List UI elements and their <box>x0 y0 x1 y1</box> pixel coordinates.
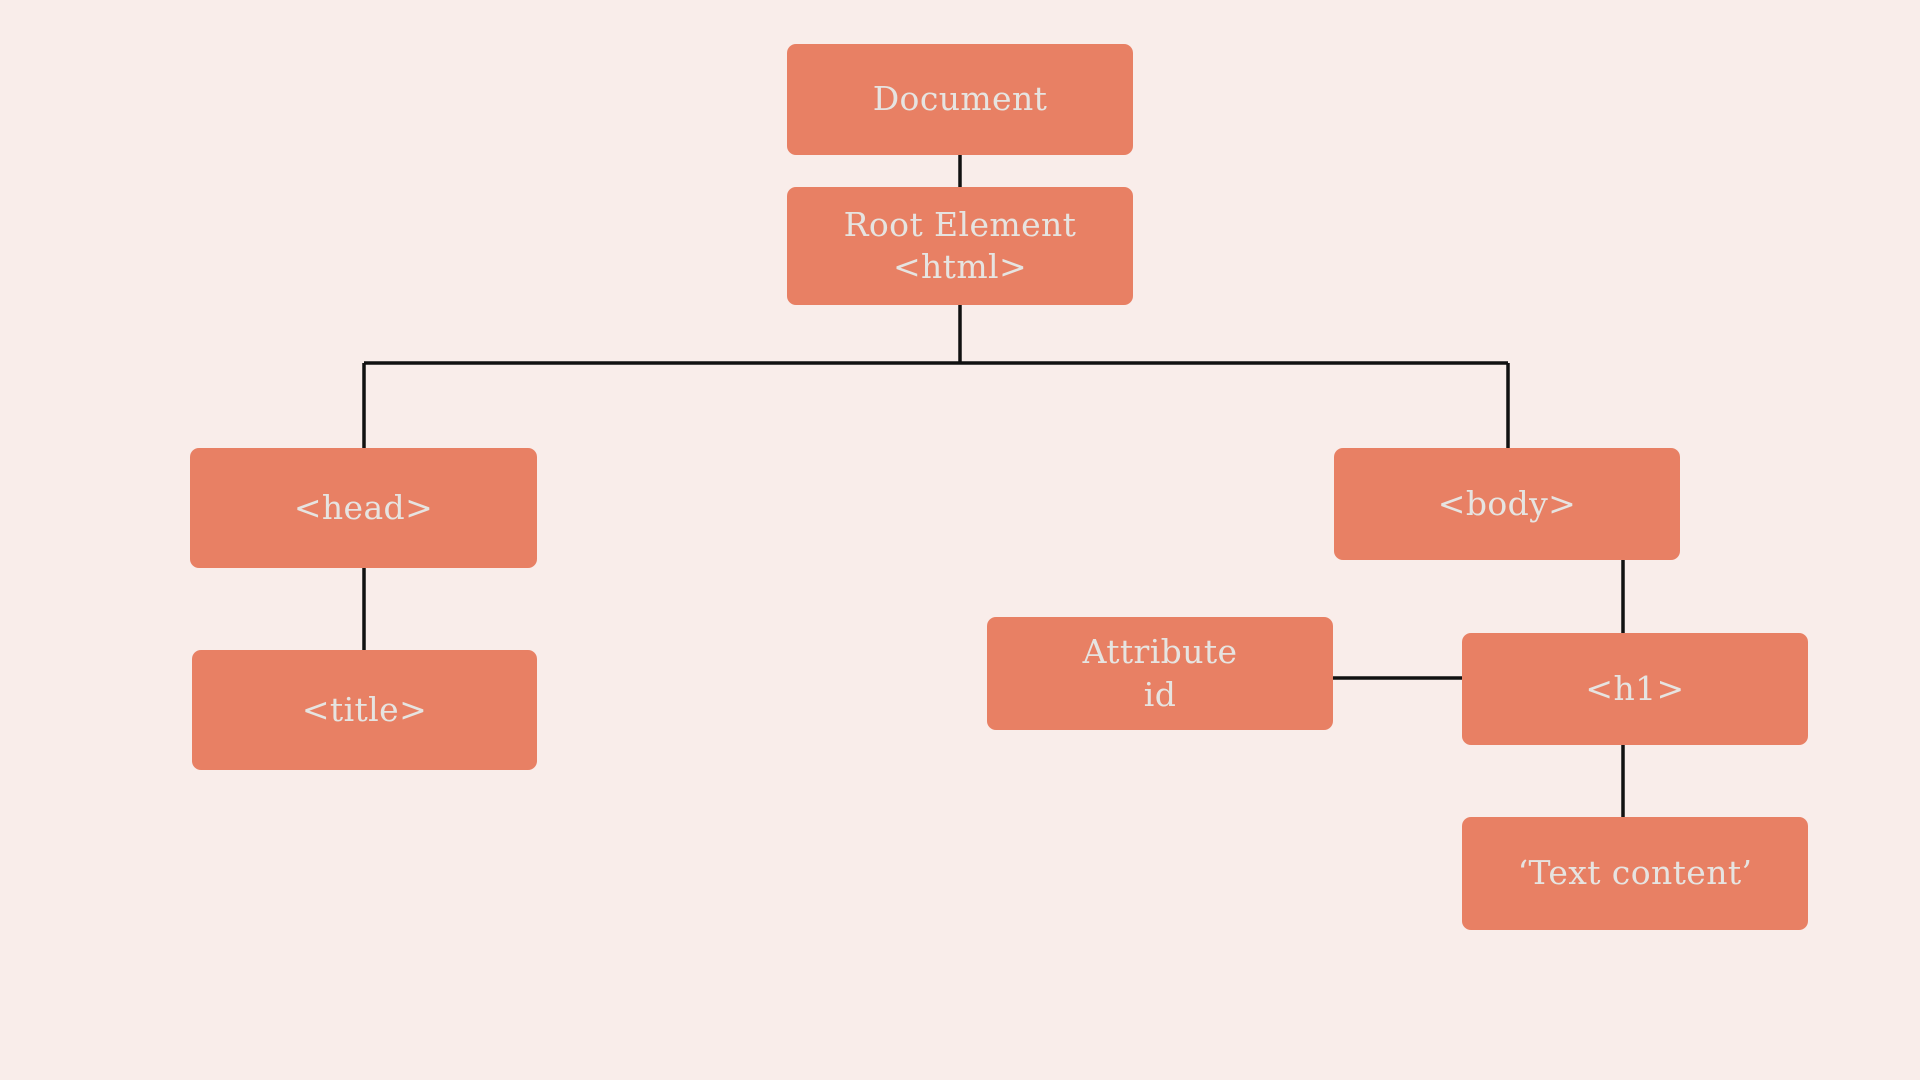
node-body-label: <body> <box>1437 483 1577 523</box>
node-body[interactable]: <body> <box>1334 448 1680 560</box>
node-attribute[interactable]: Attribute id <box>987 617 1333 730</box>
node-document-label: Document <box>872 79 1048 119</box>
node-title[interactable]: <title> <box>192 650 537 770</box>
node-text-content-label: ‘Text content’ <box>1517 853 1753 893</box>
node-title-label: <title> <box>301 689 428 729</box>
node-h1-label: <h1> <box>1585 668 1685 708</box>
node-h1[interactable]: <h1> <box>1462 633 1808 745</box>
node-root-element[interactable]: Root Element <html> <box>787 187 1133 305</box>
node-attribute-label: Attribute id <box>1082 632 1238 714</box>
node-document[interactable]: Document <box>787 44 1133 155</box>
node-head-label: <head> <box>293 487 434 527</box>
node-root-element-label: Root Element <html> <box>843 204 1077 286</box>
node-text-content[interactable]: ‘Text content’ <box>1462 817 1808 930</box>
node-head[interactable]: <head> <box>190 448 537 568</box>
